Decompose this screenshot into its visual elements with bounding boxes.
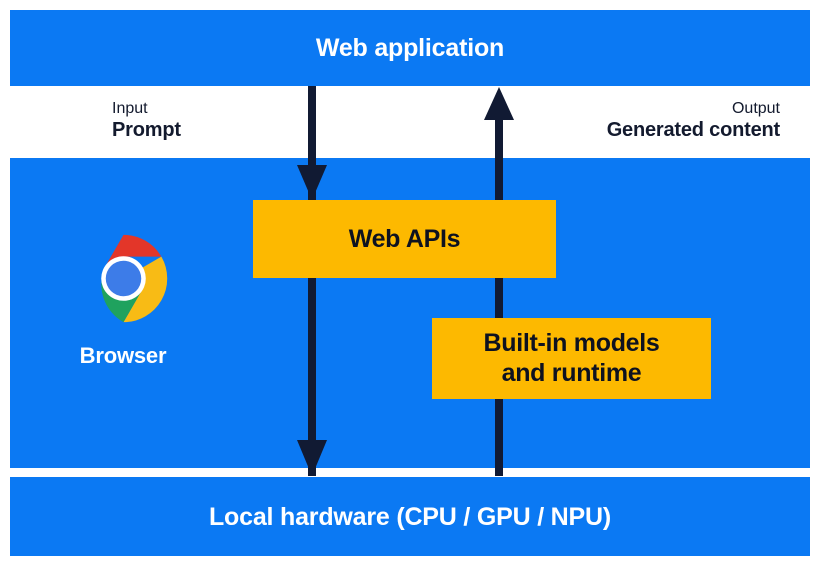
arrow-generated-up-icon [477, 86, 521, 476]
box-builtin-models[interactable]: Built-in models and runtime [432, 318, 711, 399]
annotation-input-kind: Input [112, 100, 148, 117]
band-web-application-label: Web application [315, 34, 505, 62]
chrome-logo [78, 233, 169, 324]
annotation-output: Output Generated content [606, 100, 781, 142]
annotation-input: Input Prompt [112, 100, 181, 142]
box-builtin-models-label: Built-in models and runtime [483, 329, 660, 387]
annotation-input-value: Prompt [112, 118, 181, 141]
band-browser-label: Browser [79, 343, 167, 368]
arrow-prompt-down-icon [290, 86, 334, 476]
band-local-hardware-label: Local hardware (CPU / GPU / NPU) [208, 503, 611, 531]
band-local-hardware: Local hardware (CPU / GPU / NPU) [10, 477, 810, 556]
band-web-application: Web application [10, 10, 810, 86]
box-web-apis-label: Web APIs [348, 224, 461, 253]
annotation-output-value: Generated content [606, 118, 781, 141]
annotation-output-kind: Output [731, 100, 780, 117]
box-web-apis[interactable]: Web APIs [253, 200, 556, 278]
